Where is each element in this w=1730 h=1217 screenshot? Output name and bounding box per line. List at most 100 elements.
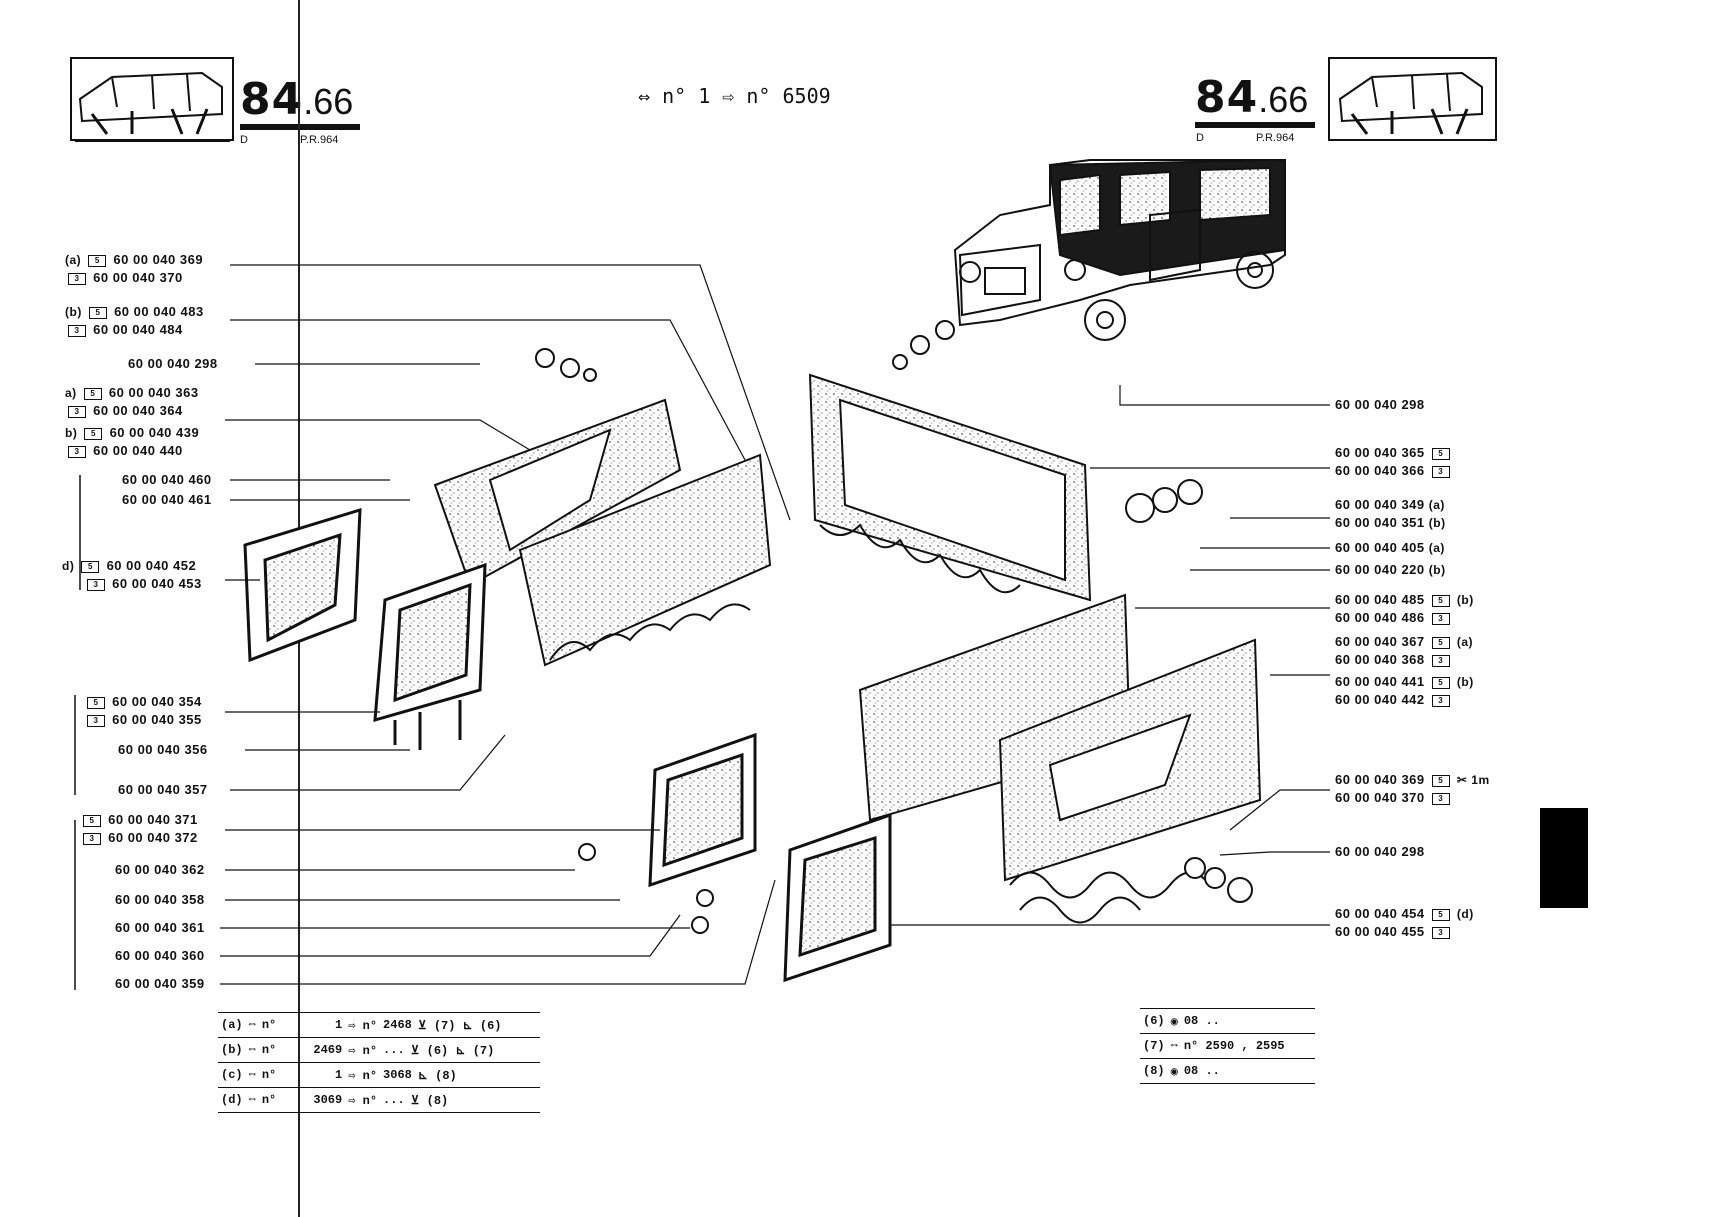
variant-box-icon: 5: [1431, 594, 1450, 607]
right-label-15: 60 00 040 298: [1335, 844, 1425, 860]
part-ref: 60 00 040 442: [1335, 692, 1425, 707]
page-number-right-rule: [1195, 122, 1315, 128]
left-label-2: (b) 5 60 00 040 483: [65, 304, 204, 320]
footnote-row: (7) ⇔ n° 2590 , 2595: [1140, 1034, 1315, 1059]
page-number-suffix: .66: [303, 81, 354, 122]
chassis-icon: ⇔: [638, 84, 663, 108]
footnote-tag: (a): [221, 1018, 243, 1032]
right-label-suffix: (b): [1428, 563, 1446, 577]
soft-top-frame-icon-right: [1338, 71, 1483, 135]
part-ref: 60 00 040 439: [109, 425, 200, 440]
left-label-15: 60 00 040 356: [118, 742, 208, 758]
left-side-curtain-upper: [433, 398, 682, 587]
part-ref: 60 00 040 364: [93, 403, 183, 418]
left-label-prefix: d): [62, 559, 75, 573]
left-sub-pr: P.R.964: [300, 134, 339, 146]
left-label-20: 60 00 040 358: [115, 892, 205, 908]
footnote-text: 08 ..: [1183, 1064, 1220, 1078]
variant-box-icon: 3: [1431, 792, 1450, 805]
part-ref: 60 00 040 298: [1335, 844, 1425, 859]
part-ref: 60 00 040 369: [1335, 772, 1425, 787]
part-ref: 60 00 040 440: [93, 443, 183, 458]
variant-box-icon: 3: [68, 405, 86, 418]
part-ref: 60 00 040 367: [1335, 634, 1425, 649]
leader-lines-left: [220, 264, 791, 985]
footnote-text: 08 ..: [1183, 1014, 1220, 1028]
variant-box-icon: 5: [83, 814, 101, 827]
footnote-from: 3069: [313, 1093, 343, 1107]
right-label-16: 60 00 040 454 5 (d): [1335, 906, 1474, 922]
left-label-18: 3 60 00 040 372: [80, 830, 198, 846]
variant-box-icon: 5: [88, 306, 107, 319]
footnote-table-right: (6) ◉ 08 .. (7) ⇔ n° 2590 , 2595 (8) ◉ 0…: [1140, 1008, 1315, 1084]
part-ref: 60 00 040 361: [115, 920, 205, 935]
footnote-notes: ⊻ (6) ⊾ (7): [410, 1043, 495, 1058]
right-label-2: 60 00 040 366 3: [1335, 463, 1453, 479]
right-label-14: 60 00 040 370 3: [1335, 790, 1453, 806]
part-ref: 60 00 040 372: [108, 830, 198, 845]
soft-top-frame-icon: [78, 71, 223, 135]
right-label-6: 60 00 040 220 (b): [1335, 562, 1446, 578]
variant-box-icon: 3: [1431, 694, 1450, 707]
page-number-left-rule: [240, 124, 360, 130]
chassis-icon: ⇔: [248, 1043, 256, 1057]
footnote-row: (6) ◉ 08 ..: [1140, 1009, 1315, 1034]
footnote-to: ...: [383, 1043, 405, 1057]
variant-box-icon: 5: [1431, 447, 1450, 460]
variant-box-icon: 5: [1431, 676, 1450, 689]
part-ref: 60 00 040 360: [115, 948, 205, 963]
footnote-arrow: ⇨ n°: [348, 1093, 378, 1108]
rear-curtain-right: [808, 373, 1092, 602]
leader-lines-right: [890, 385, 1330, 926]
right-label-suffix: (b): [1456, 675, 1474, 689]
footnote-sym: n°: [261, 1093, 277, 1107]
left-label-23: 60 00 040 359: [115, 976, 205, 992]
variant-box-icon: 3: [68, 445, 86, 458]
part-ref: 60 00 040 365: [1335, 445, 1425, 460]
right-label-12: 60 00 040 442 3: [1335, 692, 1453, 708]
variant-box-icon: 3: [1431, 654, 1450, 667]
right-sub-pr: P.R.964: [1256, 132, 1295, 144]
chassis-icon: ⇔: [248, 1093, 256, 1107]
part-ref: 60 00 040 298: [128, 356, 218, 371]
part-ref: 60 00 040 349: [1335, 497, 1425, 512]
right-label-7: 60 00 040 485 5 (b): [1335, 592, 1474, 608]
footnote-tag: (c): [221, 1068, 243, 1082]
variant-box-icon: 3: [1431, 465, 1450, 478]
brace-lines-left: [74, 475, 81, 990]
page-number-main: 84: [240, 74, 304, 125]
footnote-from: 1: [335, 1068, 343, 1082]
variant-box-icon: 3: [1431, 612, 1450, 625]
footnote-sym: n°: [261, 1068, 277, 1082]
footnote-notes: ⊻ (7) ⊾ (6): [417, 1018, 502, 1033]
footnote-row: (a) ⇔ n° 1 ⇨ n° 2468 ⊻ (7) ⊾ (6): [218, 1013, 540, 1038]
part-ref: 60 00 040 355: [112, 712, 202, 727]
fastener-group-lower-left: [578, 843, 714, 934]
variant-box-icon: 3: [68, 272, 86, 285]
eye-icon: ◉: [1170, 1064, 1178, 1079]
right-label-10: 60 00 040 368 3: [1335, 652, 1453, 668]
right-label-17: 60 00 040 455 3: [1335, 924, 1453, 940]
page-number-main-right: 84: [1195, 72, 1259, 123]
left-label-9: 60 00 040 460: [122, 472, 212, 488]
footnote-notes: ⊻ (8): [410, 1093, 449, 1108]
left-label-1: 3 60 00 040 370: [65, 270, 183, 286]
part-ref: 60 00 040 460: [122, 472, 212, 487]
footnote-tag: (6): [1143, 1014, 1165, 1028]
left-label-prefix: b): [65, 426, 78, 440]
left-door-frame-rear: [373, 562, 487, 750]
page-number-right: 84.66: [1195, 76, 1308, 122]
right-wavy-cords: [1009, 871, 1211, 924]
footnote-tag: (d): [221, 1093, 243, 1107]
variant-box-icon: 5: [1431, 636, 1450, 649]
footnote-arrow: ⇨ n°: [348, 1043, 378, 1058]
left-label-16: 60 00 040 357: [118, 782, 208, 798]
part-ref: 60 00 040 370: [1335, 790, 1425, 805]
right-label-suffix: (b): [1428, 516, 1446, 530]
part-ref: 60 00 040 454: [1335, 906, 1425, 921]
part-ref: 60 00 040 455: [1335, 924, 1425, 939]
right-label-0: 60 00 040 298: [1335, 397, 1425, 413]
washer-group-right: [1125, 479, 1203, 523]
left-label-prefix: a): [65, 386, 77, 400]
left-label-prefix: (b): [65, 305, 82, 319]
